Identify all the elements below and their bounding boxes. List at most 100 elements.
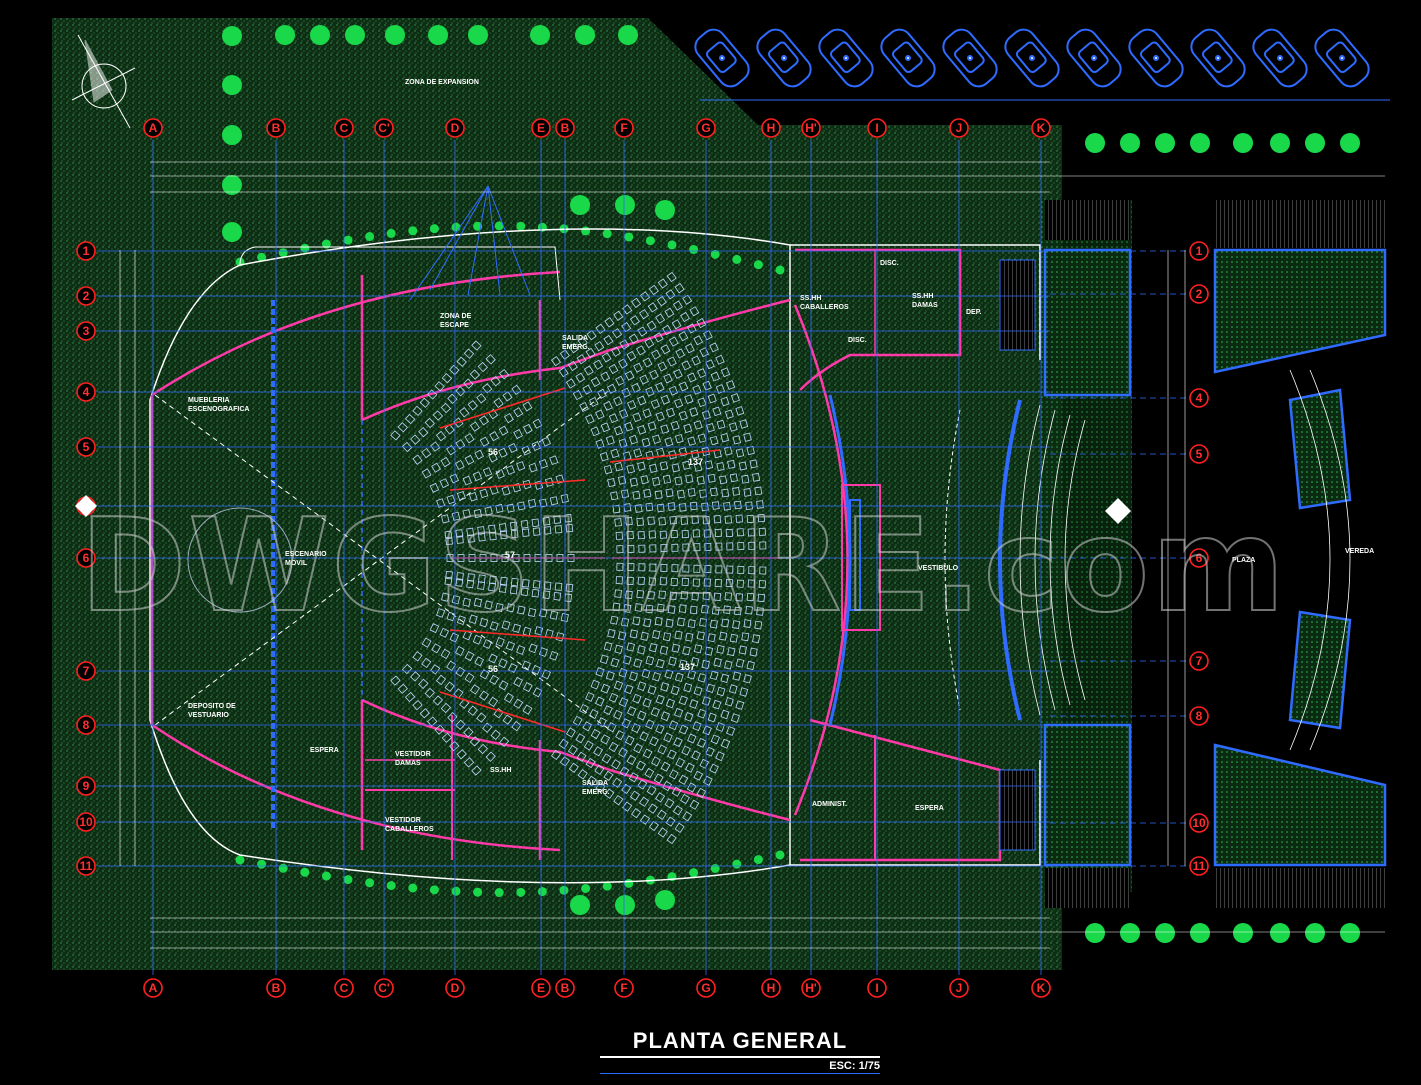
seat-icon — [631, 297, 642, 309]
seat-icon — [713, 515, 722, 524]
seat-icon — [586, 775, 597, 786]
parking-car-icon — [1066, 28, 1122, 88]
seat-icon — [693, 564, 701, 573]
seat-icon — [665, 618, 674, 628]
seat-icon — [482, 639, 493, 649]
column-bubble-bottom: G — [696, 978, 716, 998]
seat-icon — [435, 430, 447, 442]
row-bubble-right: 1 — [1189, 241, 1209, 261]
seat-icon — [488, 582, 496, 592]
seat-icon — [558, 366, 569, 378]
seat-icon — [516, 461, 526, 471]
tree-icon — [222, 26, 242, 46]
seat-icon — [655, 792, 666, 803]
seat-icon — [735, 593, 744, 602]
seat-icon — [637, 681, 647, 692]
seat-icon — [656, 809, 667, 820]
seat-icon — [697, 708, 707, 719]
row-bubble-left: 8 — [76, 715, 96, 735]
seat-icon — [626, 642, 635, 652]
seat-icon — [439, 478, 450, 489]
shrub-icon — [365, 232, 375, 242]
seat-icon — [636, 589, 644, 599]
seat-icon — [431, 643, 442, 654]
seat-icon — [522, 704, 533, 715]
seat-icon — [559, 349, 570, 360]
seat-icon — [678, 331, 689, 342]
shrub-icon — [689, 244, 699, 254]
seat-icon — [656, 603, 665, 613]
seat-icon — [612, 777, 623, 788]
seat-icon — [743, 619, 752, 628]
seat-icon — [542, 590, 551, 600]
seat-icon — [594, 341, 605, 352]
tree-icon — [618, 25, 638, 45]
seat-icon — [637, 531, 645, 540]
seat-icon — [670, 420, 680, 431]
seat-icon — [501, 486, 511, 496]
seat-icon — [572, 715, 583, 726]
tree-icon — [468, 25, 488, 45]
tree-icon — [1270, 923, 1290, 943]
seat-icon — [635, 345, 646, 356]
seat-icon — [682, 460, 691, 470]
seat-icon — [419, 708, 430, 719]
seat-icon — [638, 544, 646, 553]
seat-icon — [478, 415, 490, 426]
seat-icon — [686, 323, 697, 334]
seat-icon — [706, 683, 715, 694]
seat-icon — [624, 421, 634, 432]
seat-icon — [441, 514, 450, 524]
shrub-icon — [365, 878, 375, 888]
seat-icon — [627, 706, 637, 717]
seat-icon — [713, 592, 722, 601]
seat-icon — [444, 681, 455, 692]
seat-icon — [696, 787, 707, 798]
seat-icon — [612, 328, 623, 339]
column-bubble-top: A — [143, 118, 163, 138]
seat-icon — [711, 606, 720, 615]
seat-icon — [595, 323, 606, 334]
svg-text:2: 2 — [83, 289, 90, 303]
seat-icon — [674, 630, 683, 640]
seat-icon — [658, 590, 666, 599]
seat-icon — [737, 565, 745, 574]
seat-icon — [705, 359, 715, 370]
seat-icon — [616, 562, 624, 571]
seat-icon — [693, 686, 703, 696]
seat-icon — [454, 459, 465, 471]
seat-icon — [693, 420, 703, 430]
seat-icon — [459, 407, 470, 418]
seat-icon — [455, 666, 466, 677]
seat-icon — [579, 401, 589, 413]
seat-icon — [714, 528, 722, 537]
tree-icon — [222, 75, 242, 95]
seat-icon — [665, 407, 676, 418]
seat-icon — [689, 799, 700, 810]
shrub-icon — [753, 855, 763, 865]
seat-icon — [589, 396, 599, 408]
seat-icon — [606, 722, 617, 733]
svg-text:7: 7 — [83, 664, 90, 678]
seat-icon — [493, 397, 504, 408]
seat-icon — [642, 697, 652, 708]
seat-icon — [532, 527, 541, 536]
seat-icon — [478, 690, 490, 701]
seat-icon — [455, 529, 464, 538]
seat-icon — [758, 527, 766, 536]
seat-icon — [565, 727, 576, 738]
seat-icon — [559, 756, 570, 767]
seat-icon — [675, 348, 686, 359]
row-bubble-left: 9 — [76, 776, 96, 796]
label-plaza: PLAZA — [1232, 557, 1255, 564]
svg-text:B: B — [561, 121, 570, 135]
svg-text:C': C' — [378, 121, 390, 135]
seat-icon — [589, 708, 599, 720]
seat-icon — [649, 736, 659, 747]
seat-icon — [412, 651, 423, 662]
seat-icon — [522, 401, 533, 412]
shrub-icon — [667, 240, 677, 250]
tree-icon — [275, 25, 295, 45]
seat-icon — [412, 454, 423, 465]
